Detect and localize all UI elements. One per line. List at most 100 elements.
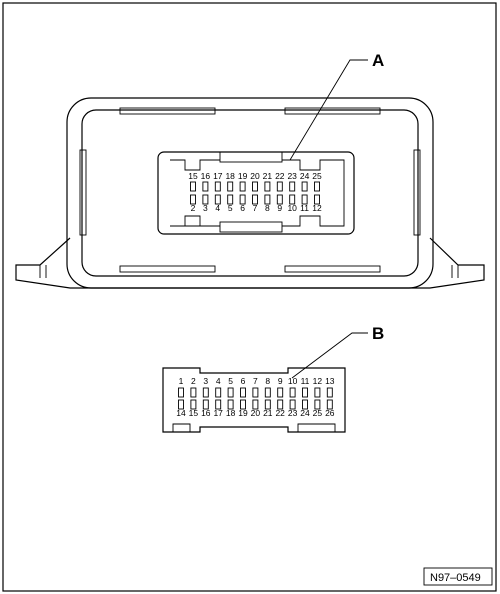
- a-bottom-pin-6: [239, 194, 246, 205]
- a-bottom-pin-12: [314, 194, 320, 205]
- b-top-pin-12: [314, 387, 321, 398]
- b-bottom-label-16: 16: [201, 408, 211, 418]
- b-bottom-pin-23: [289, 399, 296, 410]
- a-bottom-label-8: 8: [265, 203, 270, 213]
- a-bottom-label-4: 4: [215, 203, 220, 213]
- rail-top-left: [119, 107, 216, 115]
- b-bottom-pin-21: [264, 399, 271, 410]
- b-bottom-pin-24: [302, 399, 308, 410]
- a-top-pin-22: [276, 181, 283, 192]
- b-bottom-pin-16: [202, 399, 209, 410]
- mounting-flange: [15, 237, 485, 289]
- a-top-pin-24: [301, 181, 308, 192]
- a-top-label-15: 15: [188, 171, 198, 181]
- b-top-label-3: 3: [203, 376, 208, 386]
- b-top-pin-1: [178, 387, 184, 398]
- b-top-pin-5: [227, 387, 234, 398]
- a-bottom-label-6: 6: [240, 203, 245, 213]
- b-bottom-label-25: 25: [313, 408, 323, 418]
- b-top-label-11: 11: [301, 376, 310, 386]
- b-bottom-pin-18: [227, 399, 234, 410]
- a-top-pin-17: [214, 181, 221, 192]
- b-bottom-pin-20: [252, 399, 259, 410]
- connector-b-outline: [162, 367, 346, 433]
- b-top-pin-6: [240, 387, 246, 398]
- a-top-pin-20: [252, 181, 258, 192]
- a-bottom-pin-10: [289, 194, 296, 205]
- b-top-pin-3: [202, 387, 209, 398]
- a-top-label-19: 19: [238, 171, 248, 181]
- a-top-pin-18: [227, 181, 234, 192]
- b-top-pin-2: [190, 387, 197, 398]
- a-bottom-pin-2: [190, 194, 196, 205]
- b-bottom-label-18: 18: [226, 408, 236, 418]
- b-top-label-5: 5: [228, 376, 233, 386]
- b-bottom-label-14: 14: [176, 408, 186, 418]
- b-top-label-1: 1: [179, 376, 184, 386]
- a-top-label-21: 21: [263, 171, 273, 181]
- a-bottom-pin-11: [301, 194, 308, 205]
- socket-a-top-latch: [219, 151, 283, 163]
- rail-right: [413, 149, 421, 236]
- b-bottom-label-26: 26: [325, 408, 335, 418]
- b-bottom-label-23: 23: [288, 408, 298, 418]
- a-top-label-23: 23: [287, 171, 297, 181]
- b-bottom-pin-19: [240, 399, 246, 410]
- rail-top-right: [284, 107, 381, 115]
- a-bottom-label-5: 5: [228, 203, 233, 213]
- a-top-label-22: 22: [275, 171, 285, 181]
- b-bottom-label-19: 19: [238, 408, 248, 418]
- socket-a-bottom-latch: [219, 221, 283, 233]
- b-bottom-pin-14: [178, 399, 184, 410]
- b-bottom-pin-17: [215, 399, 222, 410]
- rail-bottom-right: [284, 265, 381, 273]
- a-top-label-18: 18: [225, 171, 235, 181]
- b-top-label-10: 10: [288, 376, 298, 386]
- b-top-label-2: 2: [191, 376, 196, 386]
- b-bottom-pin-22: [277, 399, 284, 410]
- housing-inner: [81, 109, 419, 277]
- a-bottom-pin-5: [227, 194, 234, 205]
- a-top-pin-21: [264, 181, 271, 192]
- b-bottom-label-22: 22: [275, 408, 285, 418]
- a-top-label-17: 17: [213, 171, 223, 181]
- a-top-pin-23: [289, 181, 296, 192]
- a-bottom-pin-3: [202, 194, 209, 205]
- control-unit-housing: [15, 97, 485, 289]
- b-bottom-pin-15: [190, 399, 197, 410]
- callout-b-label: B: [372, 324, 384, 343]
- b-top-pin-8: [264, 387, 271, 398]
- a-top-label-16: 16: [201, 171, 211, 181]
- callout-a-label: A: [372, 51, 384, 70]
- a-bottom-label-12: 12: [312, 203, 322, 213]
- b-top-pin-7: [252, 387, 259, 398]
- a-bottom-label-3: 3: [203, 203, 208, 213]
- b-bottom-label-21: 21: [263, 408, 273, 418]
- a-bottom-label-11: 11: [300, 203, 309, 213]
- a-bottom-pin-7: [252, 194, 258, 205]
- callout-b-leader: [291, 332, 368, 379]
- a-top-label-24: 24: [300, 171, 310, 181]
- a-bottom-pin-9: [276, 194, 283, 205]
- b-top-label-7: 7: [253, 376, 258, 386]
- b-top-pin-11: [302, 387, 308, 398]
- a-top-pin-15: [190, 181, 196, 192]
- b-top-pin-13: [326, 387, 333, 398]
- socket-a-keying: [170, 159, 345, 227]
- a-bottom-pin-8: [264, 194, 271, 205]
- b-bottom-label-20: 20: [251, 408, 261, 418]
- a-top-pin-19: [239, 181, 246, 192]
- a-top-label-25: 25: [312, 171, 322, 181]
- a-bottom-label-9: 9: [277, 203, 282, 213]
- b-bottom-pin-25: [314, 399, 321, 410]
- a-bottom-label-2: 2: [191, 203, 196, 213]
- a-top-label-20: 20: [250, 171, 260, 181]
- b-top-pin-9: [277, 387, 284, 398]
- b-bottom-label-24: 24: [300, 408, 310, 418]
- rail-bottom-left: [119, 265, 216, 273]
- b-top-label-8: 8: [265, 376, 270, 386]
